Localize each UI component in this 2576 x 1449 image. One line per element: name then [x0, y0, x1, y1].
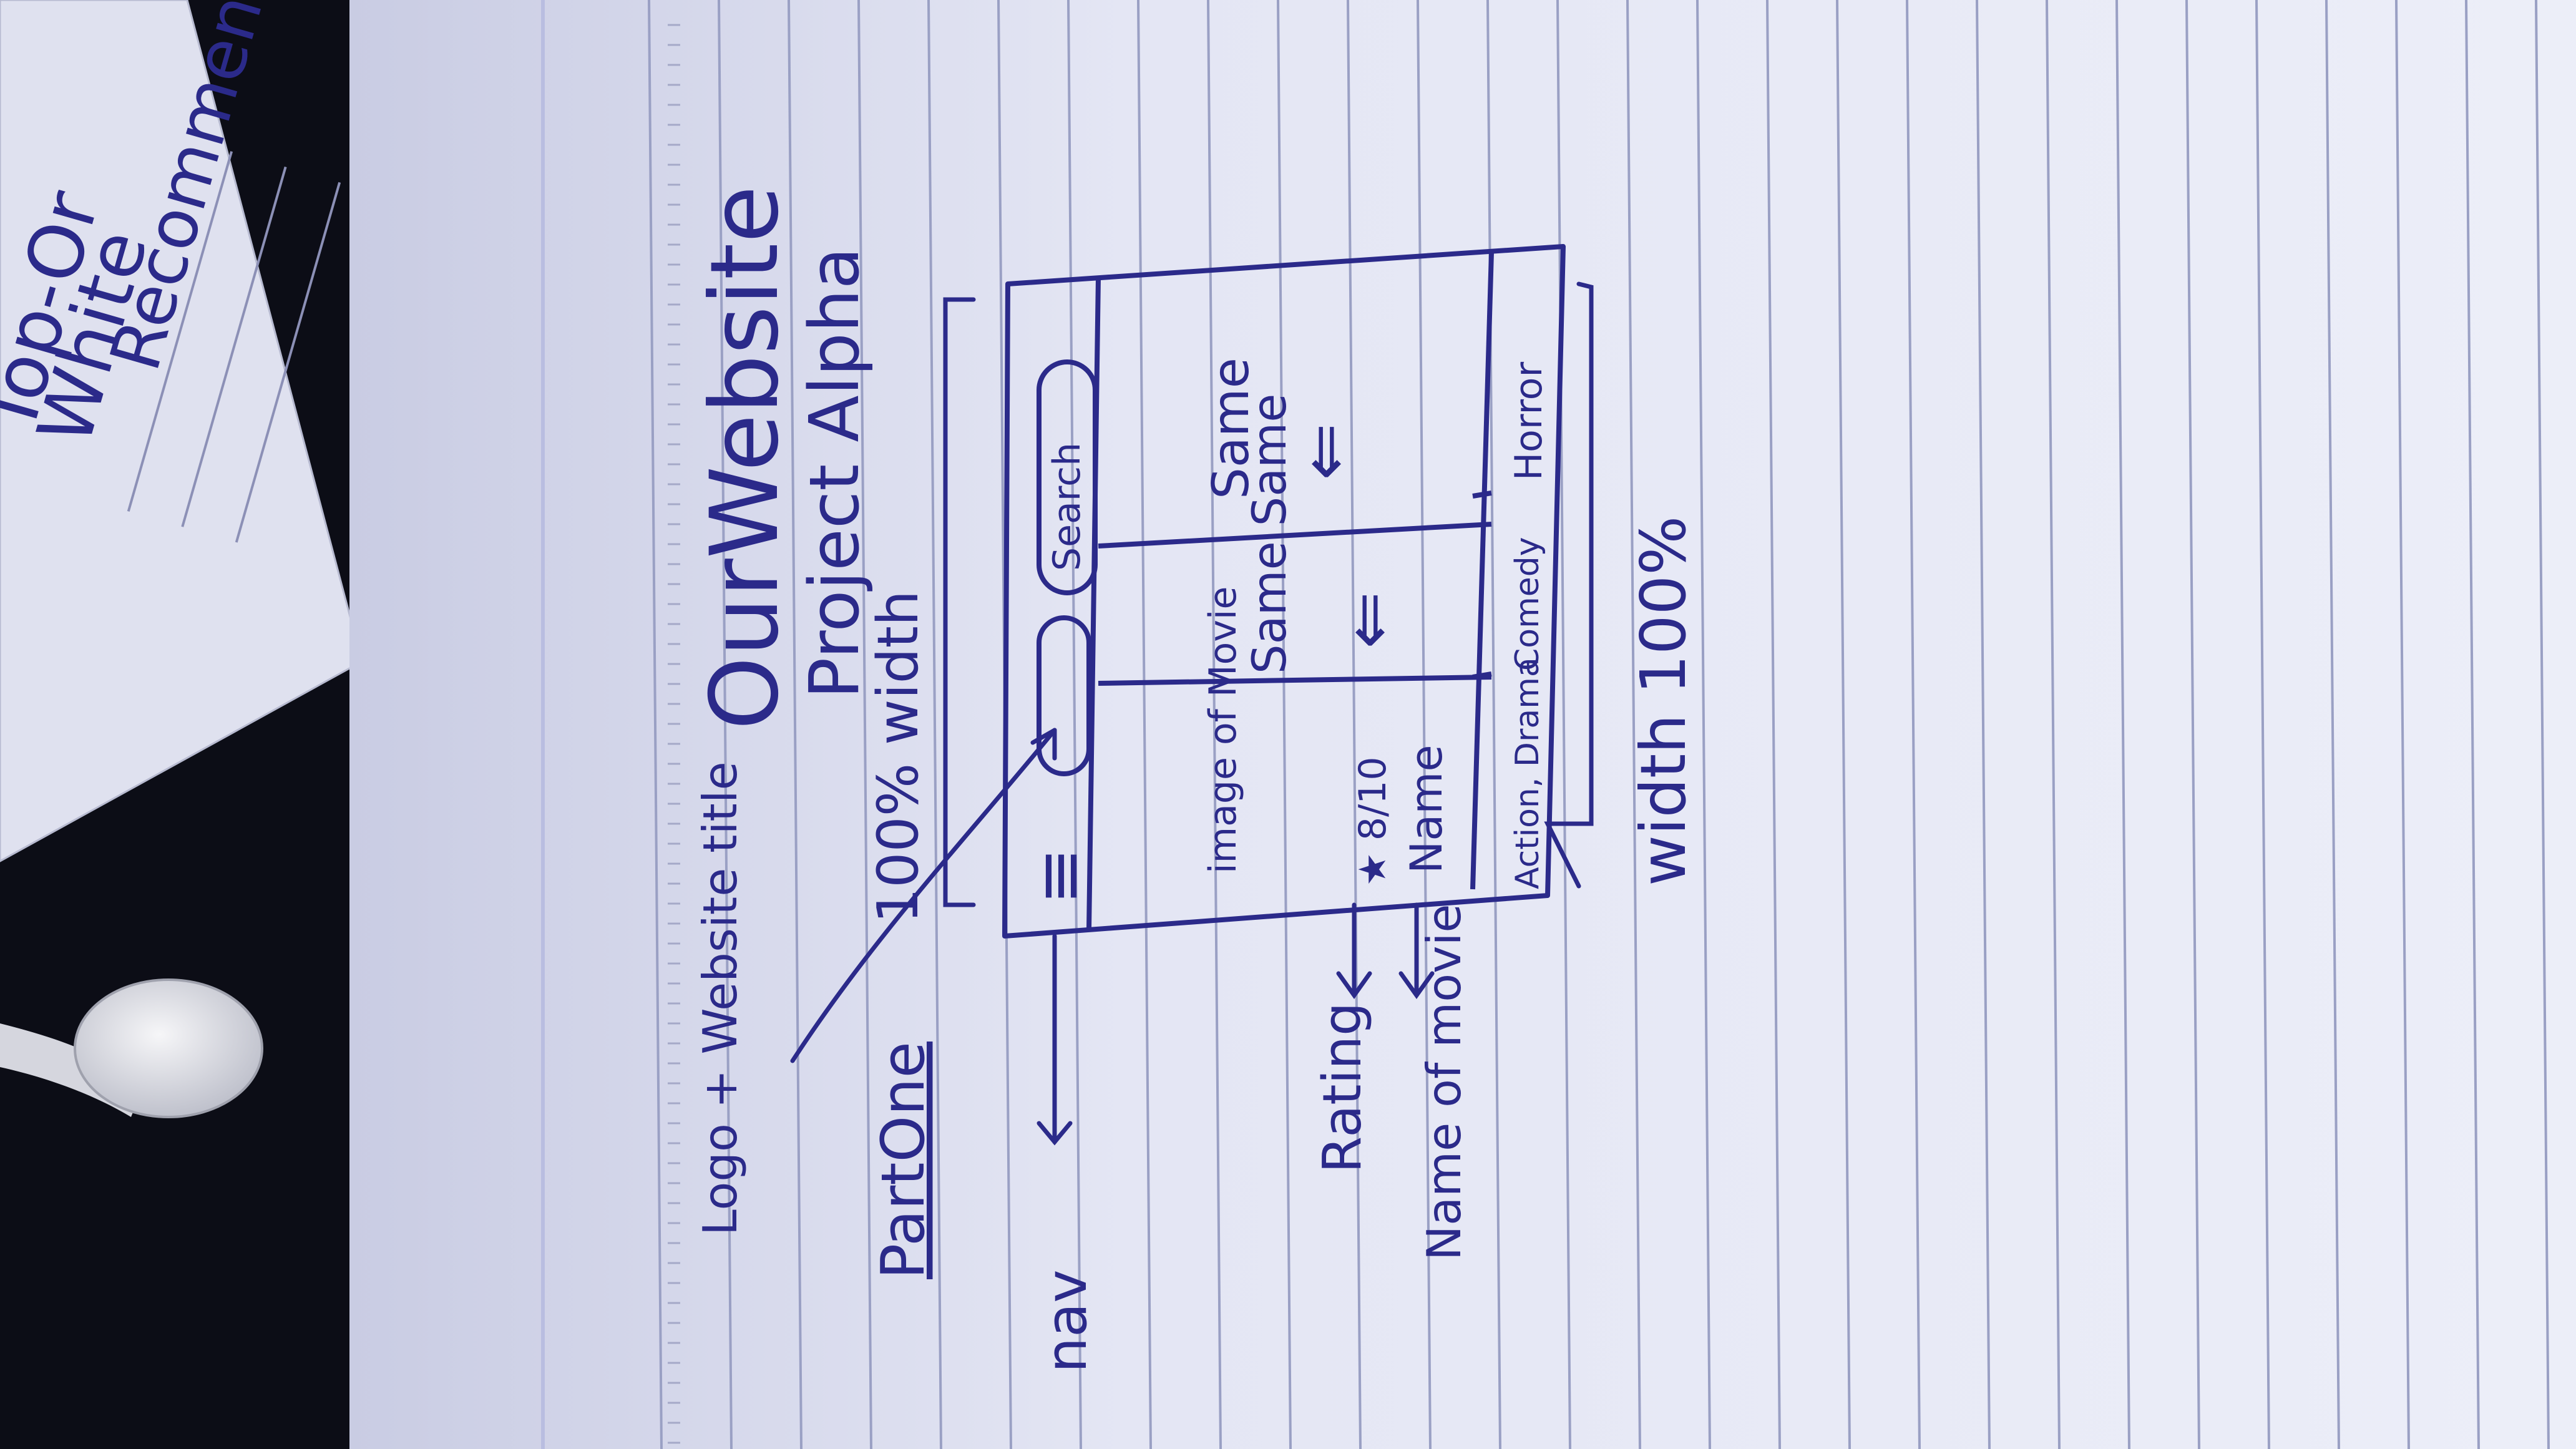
movie-name: Name: [1401, 744, 1452, 874]
wireframe-outline: [1002, 244, 1566, 939]
rule-line: [1347, 0, 1362, 1449]
rule-line: [1277, 0, 1292, 1449]
cell3-arrow: ⇐: [1284, 423, 1364, 481]
rule-line: [1417, 0, 1432, 1449]
rule-line: [1836, 0, 1851, 1449]
search-label: Search: [1045, 442, 1089, 571]
rule-line: [927, 0, 942, 1449]
cell3-label: Same: [1202, 358, 1260, 499]
rule-line: [788, 0, 803, 1449]
rule-line: [2395, 0, 2410, 1449]
width-bracket: [1544, 281, 1594, 889]
rule-line: [718, 0, 733, 1449]
rule-line: [1766, 0, 1781, 1449]
image-of-movie: image of Movie: [1201, 587, 1245, 874]
rule-line: [2046, 0, 2061, 1449]
genre-horror: Horror: [1507, 362, 1551, 481]
rule-line: [1976, 0, 1991, 1449]
cell-divider-2: [1098, 522, 1492, 549]
title-line2: Project Alpha: [794, 247, 874, 699]
rule-line: [2465, 0, 2480, 1449]
part-one-heading: PartOne: [869, 1042, 938, 1279]
ruler-ticks: [668, 24, 680, 1444]
name-of-movie-note: Name of movie: [1417, 904, 1471, 1261]
nav-note: nav: [1034, 1270, 1100, 1373]
logo-oval: [1037, 615, 1091, 776]
rule-line: [857, 0, 872, 1449]
cell2-arrow: ⇐: [1328, 592, 1408, 649]
rule-line: [1696, 0, 1711, 1449]
rule-line: [2325, 0, 2340, 1449]
ruled-lines: [648, 0, 2550, 1449]
earbud: [0, 978, 263, 1118]
rating-note: Rating: [1312, 1002, 1373, 1173]
genre-sep-2: [1472, 490, 1492, 499]
genre-sep-1: [1472, 671, 1492, 680]
title-line1: OurWebsite: [691, 185, 799, 730]
logo-title-note: Logo + Website title: [693, 761, 748, 1236]
rule-line: [2255, 0, 2270, 1449]
cell2-label: Same Same: [1242, 394, 1297, 674]
rule-line: [1067, 0, 1082, 1449]
rule-line: [1906, 0, 1921, 1449]
rule-line: [2185, 0, 2200, 1449]
search-pill: [1037, 359, 1098, 595]
rule-line: [1207, 0, 1222, 1449]
rule-line: [2115, 0, 2130, 1449]
rule-line: [1137, 0, 1152, 1449]
rating-value: ★ 8/10: [1351, 756, 1395, 886]
logo-arrow: [790, 728, 1057, 1063]
rule-line: [1486, 0, 1501, 1449]
notebook-page: [349, 0, 2576, 1449]
genre-comedy: Comedy: [1509, 537, 1546, 671]
menu-icon: ≡: [1019, 847, 1099, 905]
width-note-bottom: width 100%: [1627, 516, 1700, 886]
handwritten-notes: OurWebsite Project Alpha 100% width Logo…: [691, 185, 1700, 1373]
height-bracket: [943, 297, 976, 907]
rule-line: [648, 0, 663, 1449]
cell-divider-1: [1098, 675, 1492, 686]
wireframe-sketch: ≡ Search image of Movie ★ 8/10 Name Same…: [1002, 244, 1566, 939]
genre-divider: [1470, 252, 1494, 890]
rule-line: [2535, 0, 2550, 1449]
rule-line: [1626, 0, 1641, 1449]
rule-line: [1556, 0, 1571, 1449]
width-note-top: 100% width: [866, 590, 931, 924]
genre-action-drama: Action, Drama: [1509, 657, 1546, 889]
